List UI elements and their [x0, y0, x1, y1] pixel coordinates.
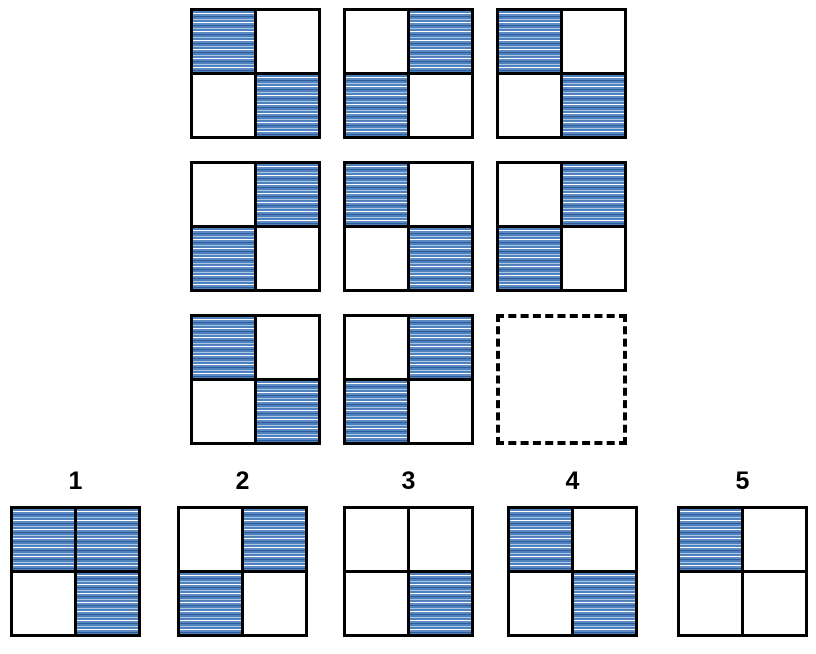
quadrant-top-left-shaded [346, 164, 407, 225]
quadrant-top-left-empty [346, 317, 407, 378]
quadrant-bottom-left-shaded [180, 573, 241, 634]
quadrant-top-left-empty [499, 164, 560, 225]
quadrant-bottom-right-empty [410, 75, 471, 136]
quadrant-bottom-left-empty [346, 573, 407, 634]
quadrant-bottom-right-shaded [257, 381, 318, 442]
quadrant-top-left-shaded [193, 11, 254, 72]
quadrant-bottom-right-shaded [410, 573, 471, 634]
quadrant-top-right-shaded [410, 317, 471, 378]
answer-option-4: 4 [507, 466, 638, 637]
quadrant-top-left-shaded [510, 509, 571, 570]
quadrant-bottom-right-shaded [410, 228, 471, 289]
quadrant-top-right-empty [410, 509, 471, 570]
quadrant-top-right-empty [257, 11, 318, 72]
quadrant-top-right-empty [574, 509, 635, 570]
quadrant-top-right-shaded [563, 164, 624, 225]
quadrant-bottom-left-empty [499, 75, 560, 136]
quadrant-bottom-left-shaded [346, 75, 407, 136]
option-figure-4[interactable] [507, 506, 638, 637]
matrix-cell-r2c1 [190, 161, 321, 292]
quadrant-top-right-empty [563, 11, 624, 72]
quadrant-top-right-empty [257, 317, 318, 378]
quadrant-bottom-left-shaded [346, 381, 407, 442]
option-number-label: 2 [235, 467, 250, 495]
quadrant-bottom-left-empty [680, 573, 741, 634]
matrix-cell-r1c3 [496, 8, 627, 139]
quadrant-bottom-right-shaded [77, 573, 138, 634]
quadrant-bottom-left-empty [193, 381, 254, 442]
option-figure-1[interactable] [10, 506, 141, 637]
matrix-cell-r2c2 [343, 161, 474, 292]
option-figure-5[interactable] [677, 506, 808, 637]
quadrant-bottom-left-shaded [499, 228, 560, 289]
quadrant-bottom-right-empty [563, 228, 624, 289]
matrix-cell-r1c1 [190, 8, 321, 139]
quadrant-top-right-shaded [77, 509, 138, 570]
answer-option-2: 2 [177, 466, 308, 637]
answer-options-row: 1 2 3 4 5 [0, 466, 816, 654]
option-figure-3[interactable] [343, 506, 474, 637]
missing-cell-placeholder [496, 314, 627, 445]
quadrant-top-left-empty [180, 509, 241, 570]
quadrant-bottom-right-shaded [574, 573, 635, 634]
quadrant-top-left-shaded [499, 11, 560, 72]
quadrant-top-left-empty [193, 164, 254, 225]
quadrant-top-left-shaded [193, 317, 254, 378]
quadrant-top-right-empty [744, 509, 805, 570]
answer-option-3: 3 [343, 466, 474, 637]
quadrant-top-right-shaded [410, 11, 471, 72]
quadrant-top-right-empty [410, 164, 471, 225]
quadrant-bottom-left-empty [193, 75, 254, 136]
answer-option-5: 5 [677, 466, 808, 637]
matrix-cell-r3c2 [343, 314, 474, 445]
quadrant-bottom-left-shaded [193, 228, 254, 289]
quadrant-top-left-shaded [680, 509, 741, 570]
matrix-grid [190, 8, 627, 445]
quadrant-top-left-empty [346, 509, 407, 570]
quadrant-bottom-right-empty [244, 573, 305, 634]
option-number-label: 3 [401, 467, 416, 495]
quadrant-top-left-shaded [13, 509, 74, 570]
quadrant-top-right-shaded [257, 164, 318, 225]
option-figure-2[interactable] [177, 506, 308, 637]
quadrant-top-left-empty [346, 11, 407, 72]
quadrant-bottom-right-shaded [563, 75, 624, 136]
matrix-cell-r1c2 [343, 8, 474, 139]
quadrant-bottom-right-empty [410, 381, 471, 442]
quadrant-bottom-right-empty [744, 573, 805, 634]
quadrant-top-right-shaded [244, 509, 305, 570]
quadrant-bottom-right-shaded [257, 75, 318, 136]
option-number-label: 4 [565, 467, 580, 495]
matrix-cell-r3c1 [190, 314, 321, 445]
quadrant-bottom-left-empty [346, 228, 407, 289]
quadrant-bottom-left-empty [13, 573, 74, 634]
quadrant-bottom-left-empty [510, 573, 571, 634]
option-number-label: 1 [68, 467, 83, 495]
matrix-cell-r2c3 [496, 161, 627, 292]
answer-option-1: 1 [10, 466, 141, 637]
option-number-label: 5 [735, 467, 750, 495]
quadrant-bottom-right-empty [257, 228, 318, 289]
